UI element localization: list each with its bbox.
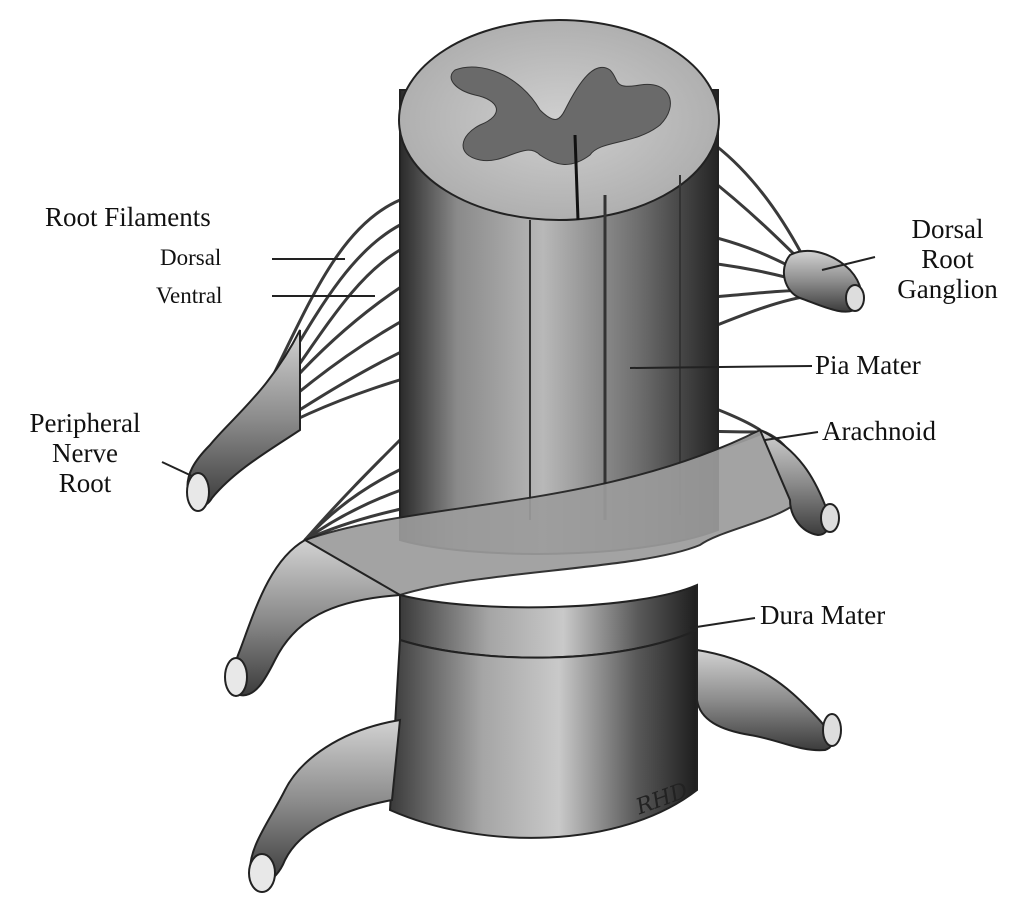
dorsal-root-ganglion-label: Dorsal Root Ganglion [875,214,1020,305]
nerve-cut-end-left [187,473,209,511]
ventral-label: Ventral [156,283,222,309]
peripheral-nerve-root-line-1: Peripheral [10,408,160,438]
dorsal-root-ganglion-line-1: Dorsal [875,214,1020,244]
nerve-cut-end-left-lower [249,854,275,892]
nerve-cut-end-left-middle [225,658,247,696]
nerve-root-left-lower [250,720,400,882]
peripheral-nerve-root-label: Peripheral Nerve Root [10,408,160,499]
dorsal-label: Dorsal [160,245,221,271]
nerve-root-right-lower [697,650,832,750]
dura-mater-label: Dura Mater [760,600,885,630]
leader-dura-mater [690,618,755,628]
ganglion-cut-end [846,285,864,311]
nerve-cut-end-right-lower [823,714,841,746]
arachnoid-label: Arachnoid [822,416,936,446]
leader-peripheral-nerve-root [162,462,192,476]
peripheral-nerve-root-line-2: Nerve [10,438,160,468]
pia-mater-label: Pia Mater [815,350,921,380]
nerve-cut-end-right-middle [821,504,839,532]
peripheral-nerve-root-line-3: Root [10,468,160,498]
dorsal-root-ganglion-line-2: Root [875,244,1020,274]
dorsal-root-ganglion-line-3: Ganglion [875,274,1020,304]
root-filaments-label: Root Filaments [45,202,211,232]
